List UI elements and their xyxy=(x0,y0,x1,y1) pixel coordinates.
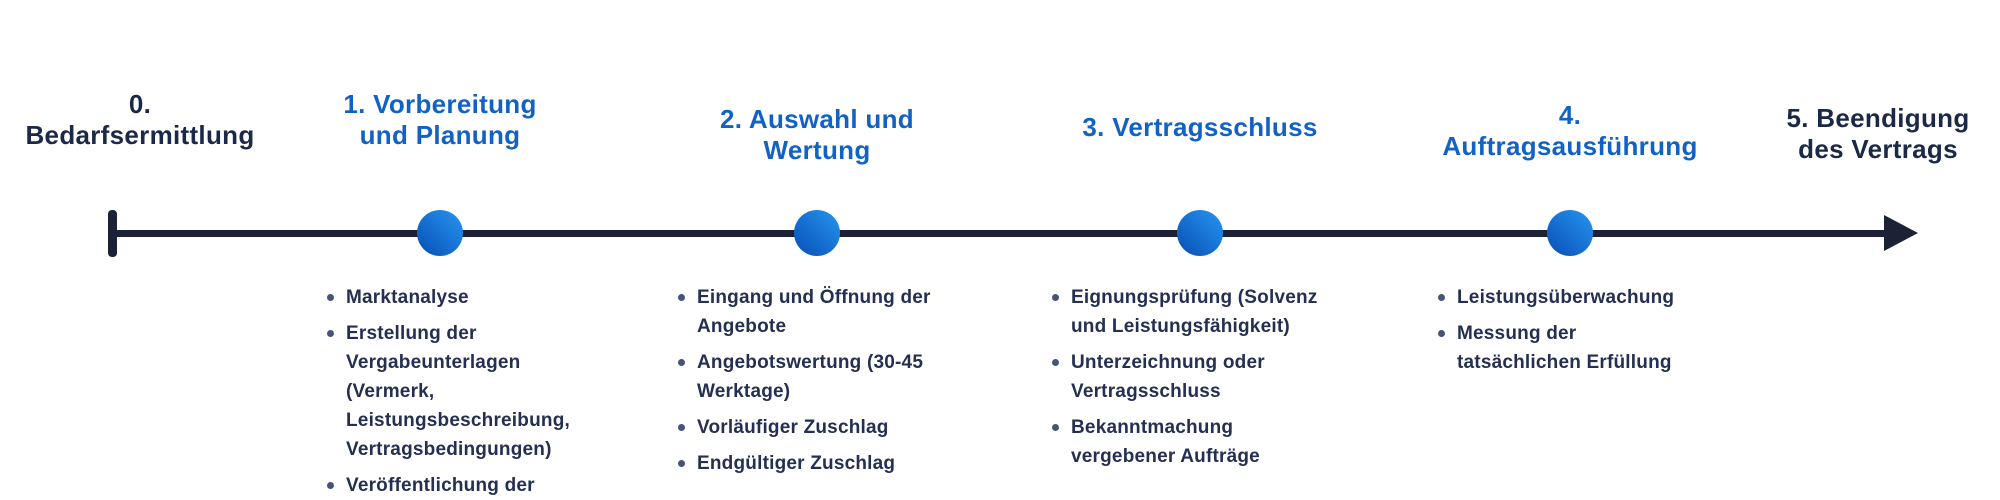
list-item: Angebotswertung (30-45 Werktage) xyxy=(678,348,946,406)
bullet-icon xyxy=(327,330,334,337)
stage-4-details-list: Leistungsüberwachung Messung der tatsäch… xyxy=(1438,283,1698,384)
list-item-text: Messung der tatsächlichen Erfüllung xyxy=(1457,323,1672,373)
milestone-dot-stage-1 xyxy=(417,210,463,256)
list-item: Vorläufiger Zuschlag xyxy=(678,413,946,442)
milestone-dot-stage-3 xyxy=(1177,210,1223,256)
stage-label-3-vertragsschluss: 3. Vertragsschluss xyxy=(1082,112,1317,143)
list-item: Messung der tatsächlichen Erfüllung xyxy=(1438,319,1698,377)
list-item-text: Endgültiger Zuschlag xyxy=(697,453,896,474)
list-item-text: Bekanntmachung vergebener Aufträge xyxy=(1071,417,1260,467)
list-item: Eignungsprüfung (Solvenz und Leistungsfä… xyxy=(1052,283,1324,341)
stage-label-line: 3. Vertragsschluss xyxy=(1082,112,1318,142)
stage-label-line: Auftragsausführung xyxy=(1442,131,1698,161)
list-item-text: Eingang und Öffnung der Angebote xyxy=(697,287,931,337)
list-item-text: Unterzeichnung oder Vertragsschluss xyxy=(1071,352,1265,402)
list-item: Erstellung der Vergabeunterlagen (Vermer… xyxy=(327,319,589,464)
stage-label-5-beendigung-des-vertrags: 5. Beendigung des Vertrags xyxy=(1786,103,1969,165)
bullet-icon xyxy=(678,359,685,366)
stage-label-line: Bedarfsermittlung xyxy=(25,120,255,150)
bullet-icon xyxy=(678,460,685,467)
list-item-text: Leistungsüberwachung xyxy=(1457,287,1675,308)
list-item-text: Veröffentlichung der Bekanntmachung xyxy=(346,475,535,496)
list-item-text: Vorläufiger Zuschlag xyxy=(697,417,889,438)
bullet-icon xyxy=(1052,359,1059,366)
stage-label-line: 4. xyxy=(1558,100,1582,130)
stage-label-2-auswahl-und-wertung: 2. Auswahl und Wertung xyxy=(720,104,914,166)
list-item-text: Angebotswertung (30-45 Werktage) xyxy=(697,352,924,402)
timeline-start-tick xyxy=(108,210,117,257)
bullet-icon xyxy=(327,294,334,301)
bullet-icon xyxy=(1438,294,1445,301)
list-item: Endgültiger Zuschlag xyxy=(678,449,946,478)
list-item: Bekanntmachung vergebener Aufträge xyxy=(1052,413,1324,471)
bullet-icon xyxy=(1052,294,1059,301)
stage-label-1-vorbereitung-und-planung: 1. Vorbereitung und Planung xyxy=(343,89,536,151)
stage-label-line: 2. Auswahl und xyxy=(720,104,914,134)
list-item: Veröffentlichung der Bekanntmachung xyxy=(327,471,589,500)
stage-label-line: 1. Vorbereitung xyxy=(343,89,537,119)
bullet-icon xyxy=(327,482,334,489)
stage-label-line: und Planung xyxy=(359,120,521,150)
milestone-dot-stage-2 xyxy=(794,210,840,256)
stage-label-line: 5. Beendigung xyxy=(1786,103,1970,133)
list-item: Marktanalyse xyxy=(327,283,589,312)
list-item: Eingang und Öffnung der Angebote xyxy=(678,283,946,341)
list-item-text: Erstellung der Vergabeunterlagen (Vermer… xyxy=(346,323,570,460)
stage-3-details-list: Eignungsprüfung (Solvenz und Leistungsfä… xyxy=(1052,283,1324,478)
timeline-line xyxy=(112,230,1888,237)
list-item-text: Eignungsprüfung (Solvenz und Leistungsfä… xyxy=(1071,287,1318,337)
stage-label-line: 0. xyxy=(128,89,152,119)
milestone-dot-stage-4 xyxy=(1547,210,1593,256)
stage-1-details-list: Marktanalyse Erstellung der Vergabeunter… xyxy=(327,283,589,500)
list-item-text: Marktanalyse xyxy=(346,287,469,308)
bullet-icon xyxy=(1052,424,1059,431)
arrow-right-icon xyxy=(1884,215,1918,251)
stage-2-details-list: Eingang und Öffnung der Angebote Angebot… xyxy=(678,283,946,485)
stage-label-4-auftragsausfuehrung: 4. Auftragsausführung xyxy=(1442,100,1697,162)
bullet-icon xyxy=(1438,330,1445,337)
bullet-icon xyxy=(678,294,685,301)
list-item: Unterzeichnung oder Vertragsschluss xyxy=(1052,348,1324,406)
stage-label-0-bedarfsermittlung: 0. Bedarfsermittlung xyxy=(25,89,254,151)
list-item: Leistungsüberwachung xyxy=(1438,283,1698,312)
stage-label-line: des Vertrags xyxy=(1798,134,1958,164)
stage-label-line: Wertung xyxy=(763,135,871,165)
bullet-icon xyxy=(678,424,685,431)
